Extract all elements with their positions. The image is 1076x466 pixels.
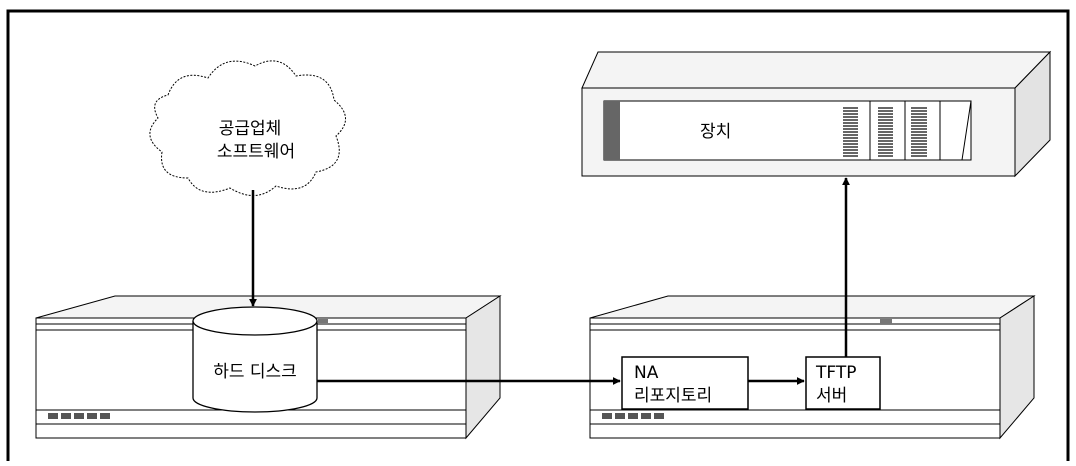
tftp-server-line1: TFTP [815,363,857,383]
hard-disk-label: 하드 디스크 [213,362,297,382]
device-panel-shade [604,101,620,160]
device-box [582,52,1050,176]
right-server-vents [602,413,664,419]
right-server-led [880,319,892,324]
tftp-server-line2: 서버 [816,386,847,406]
cloud-line2: 소프트웨어 [217,142,295,162]
cloud-line1: 공급업체 [219,119,282,139]
left-server-vents [48,413,110,419]
na-repository-line2: 리포지토리 [634,386,712,406]
left-server-led [318,319,328,323]
device-label: 장치 [700,122,731,142]
hard-disk-cylinder [193,307,317,412]
na-repository-line1: NA [634,363,659,383]
